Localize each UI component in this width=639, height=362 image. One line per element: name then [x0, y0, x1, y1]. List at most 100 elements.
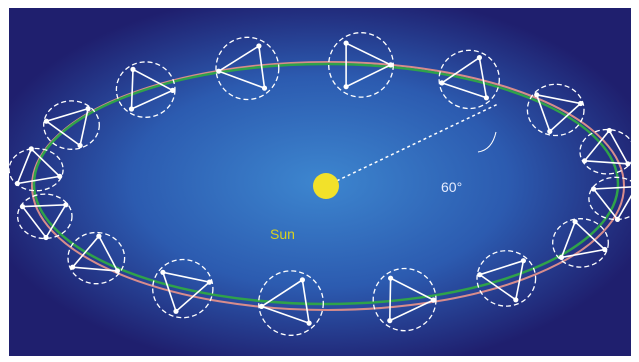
- spacecraft-marker: [558, 254, 565, 260]
- formation-4: [579, 127, 636, 175]
- formation-triangle: [388, 276, 436, 322]
- formation-ring: [67, 231, 126, 285]
- spacecraft-marker: [388, 275, 394, 281]
- spacecraft-marker: [306, 320, 312, 326]
- spacecraft-marker: [77, 142, 83, 149]
- spacecraft-marker: [388, 62, 394, 68]
- spacecraft-marker: [63, 202, 69, 208]
- formation-ring: [476, 250, 537, 307]
- formation-triangle: [440, 56, 488, 99]
- spacecraft-marker: [476, 55, 482, 61]
- spacecraft-marker: [28, 146, 34, 152]
- spacecraft-marker: [606, 127, 612, 134]
- formation-12: [16, 193, 73, 241]
- spacecraft-marker: [19, 204, 26, 210]
- spacecraft-marker: [160, 269, 166, 275]
- formation-8: [372, 267, 437, 332]
- spacecraft-marker: [483, 95, 489, 101]
- spacecraft-marker: [256, 43, 262, 49]
- spacecraft-marker: [602, 246, 608, 253]
- formation-10: [152, 258, 214, 319]
- formation-triangle: [20, 203, 68, 239]
- formation-ring: [588, 176, 639, 221]
- orbit-path-outer: [31, 61, 625, 311]
- spacecraft-marker: [85, 106, 91, 112]
- spacecraft-marker: [343, 40, 349, 46]
- formation-triangle: [259, 278, 311, 325]
- spacecraft-marker: [439, 80, 445, 86]
- formation-ring: [328, 32, 394, 98]
- formation-ring: [16, 193, 73, 240]
- spacecraft-marker: [520, 258, 527, 264]
- spacecraft-marker: [57, 173, 63, 179]
- formation-2: [438, 49, 500, 110]
- formation-11: [67, 231, 126, 285]
- formation-ring: [215, 36, 280, 101]
- formation-6: [552, 218, 609, 268]
- formation-1: [328, 32, 394, 98]
- spacecraft-marker: [534, 92, 540, 98]
- spacecraft-marker: [572, 219, 578, 225]
- formation-16: [215, 36, 280, 101]
- spacecraft-marker: [547, 128, 553, 134]
- spacecraft-marker: [430, 297, 437, 303]
- orbit-path-inner: [32, 62, 620, 306]
- formation-triangle: [70, 234, 119, 272]
- formation-5: [588, 176, 639, 222]
- formation-14: [43, 100, 100, 150]
- spacecraft-marker: [387, 318, 393, 324]
- spacecraft-marker: [14, 180, 20, 187]
- formation-triangle: [161, 271, 212, 313]
- spacecraft-marker: [591, 186, 597, 192]
- satellite-formations: [8, 32, 639, 336]
- spacecraft-marker: [216, 68, 222, 74]
- formation-7: [476, 250, 537, 307]
- formation-triangle: [130, 68, 175, 111]
- formation-ring: [438, 49, 500, 110]
- sun-label: Sun: [270, 226, 295, 242]
- spacecraft-marker: [70, 264, 76, 270]
- spacecraft-marker: [625, 161, 631, 167]
- spacecraft-marker: [173, 308, 179, 314]
- spacecraft-marker: [96, 233, 102, 239]
- formation-triangle: [592, 185, 639, 221]
- spacecraft-marker: [259, 303, 265, 309]
- formation-triangle: [345, 41, 393, 88]
- formation-ring: [258, 270, 324, 336]
- angle-arc: [477, 131, 497, 153]
- angle-label: 60°: [441, 179, 462, 195]
- spacecraft-marker: [261, 85, 268, 91]
- formation-13: [8, 146, 64, 192]
- formation-triangle: [583, 129, 630, 165]
- spacecraft-marker: [170, 87, 176, 93]
- spacecraft-marker: [343, 84, 349, 90]
- spacecraft-marker: [114, 268, 120, 274]
- formation-triangle: [535, 93, 583, 133]
- spacecraft-marker: [299, 277, 305, 283]
- spacecraft-marker: [128, 106, 135, 112]
- formation-triangle: [16, 147, 62, 185]
- formation-ring: [526, 83, 585, 137]
- spacecraft-marker: [130, 66, 136, 72]
- spacecraft-marker: [43, 118, 50, 124]
- spacecraft-marker: [513, 297, 519, 303]
- spacecraft-marker: [582, 158, 588, 164]
- spacecraft-marker: [477, 272, 483, 278]
- spacecraft-marker: [206, 279, 212, 285]
- formation-3: [526, 83, 585, 137]
- spacecraft-marker: [614, 216, 621, 222]
- formation-ring: [552, 218, 609, 268]
- formation-ring: [43, 100, 100, 150]
- formation-triangle: [477, 259, 525, 302]
- formation-triangle: [560, 220, 607, 259]
- formation-triangle: [216, 44, 266, 90]
- spacecraft-marker: [43, 234, 49, 241]
- formation-15: [115, 61, 176, 118]
- spacecraft-marker: [634, 184, 639, 190]
- formation-triangle: [44, 107, 90, 147]
- formation-9: [258, 270, 324, 336]
- formation-ring: [152, 258, 214, 319]
- sun-disk: [313, 173, 339, 199]
